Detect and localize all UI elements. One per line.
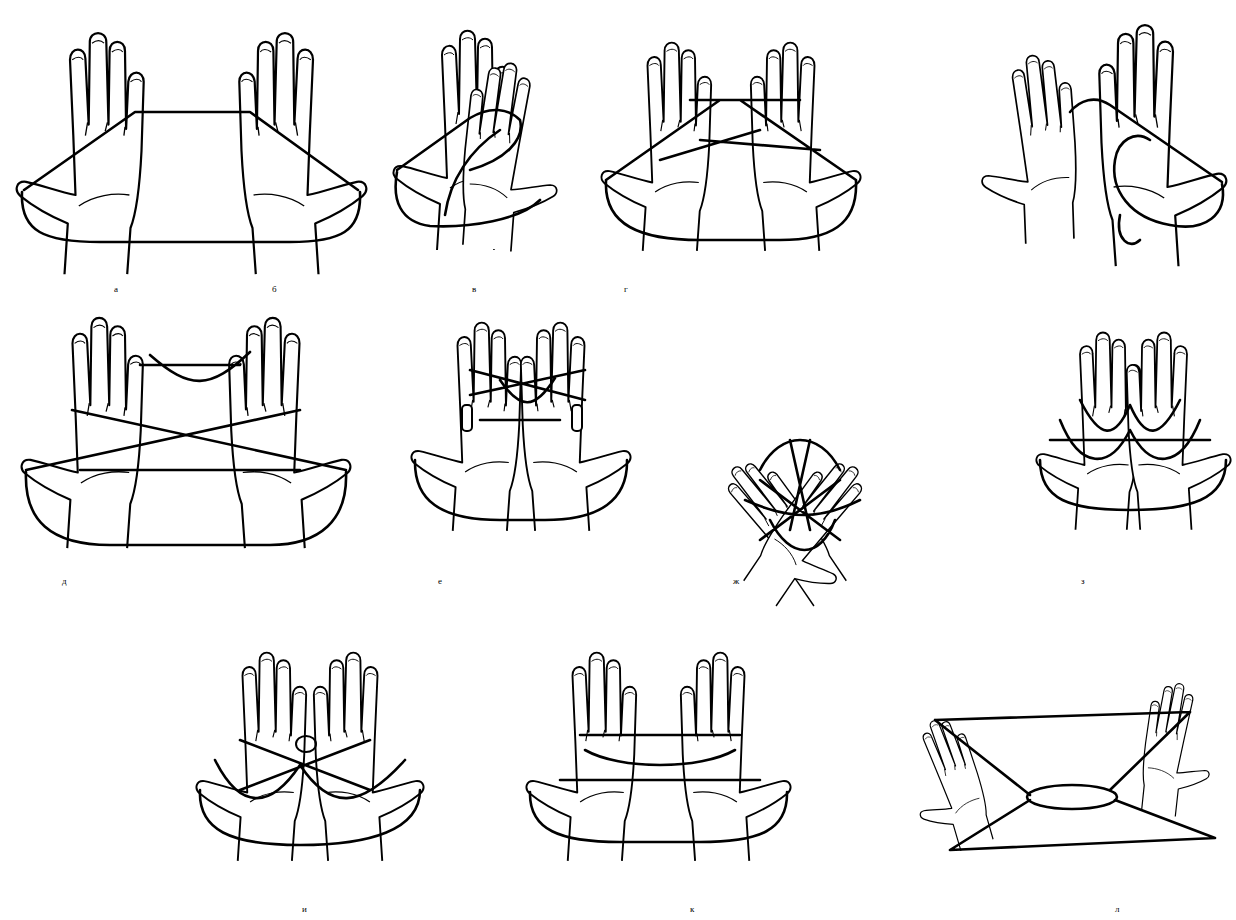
- string: [26, 472, 346, 545]
- hand: [314, 653, 424, 861]
- hand: [229, 318, 350, 548]
- string: [745, 440, 860, 550]
- string: [606, 181, 856, 240]
- panel-letter: г: [624, 284, 628, 294]
- string: [1040, 460, 1226, 510]
- string: [215, 740, 405, 798]
- hand: [17, 33, 144, 274]
- string: [22, 192, 360, 242]
- panel-letter: а: [114, 284, 118, 294]
- string: [935, 712, 1215, 850]
- panel-letter: л: [1115, 904, 1120, 914]
- string: [415, 460, 627, 520]
- string: [1119, 215, 1140, 244]
- panel-letter: в: [472, 284, 476, 294]
- string: [445, 130, 500, 215]
- panel-letter: е: [438, 576, 442, 586]
- panel-letter: д: [62, 576, 67, 586]
- panel-letter: б: [272, 284, 277, 294]
- panel-letter: и: [302, 904, 307, 914]
- panel-letter: ж: [733, 576, 739, 586]
- panel-letter: к: [690, 904, 694, 914]
- hand: [1036, 332, 1140, 529]
- panel-letter: з: [1081, 576, 1085, 586]
- hand: [891, 713, 1001, 860]
- string: [1050, 400, 1210, 459]
- hand: [1127, 332, 1231, 529]
- hand: [22, 318, 143, 548]
- finger-loop: [572, 405, 582, 431]
- string: [396, 110, 540, 226]
- string-loop: [1027, 785, 1117, 809]
- string: [470, 370, 585, 420]
- hand: [1099, 25, 1226, 266]
- hand: [526, 653, 636, 861]
- string: [24, 112, 358, 190]
- string: [26, 352, 346, 470]
- hand: [735, 450, 898, 626]
- string: [1070, 100, 1223, 227]
- string: [560, 735, 760, 780]
- hand: [1133, 679, 1224, 821]
- string: [200, 790, 420, 845]
- string: [530, 792, 787, 842]
- string: [606, 100, 856, 180]
- hand: [196, 653, 306, 861]
- hand: [239, 33, 366, 274]
- hand: [681, 653, 791, 861]
- finger-loop: [462, 405, 472, 431]
- string-loop: [296, 736, 316, 752]
- hand: [970, 52, 1087, 248]
